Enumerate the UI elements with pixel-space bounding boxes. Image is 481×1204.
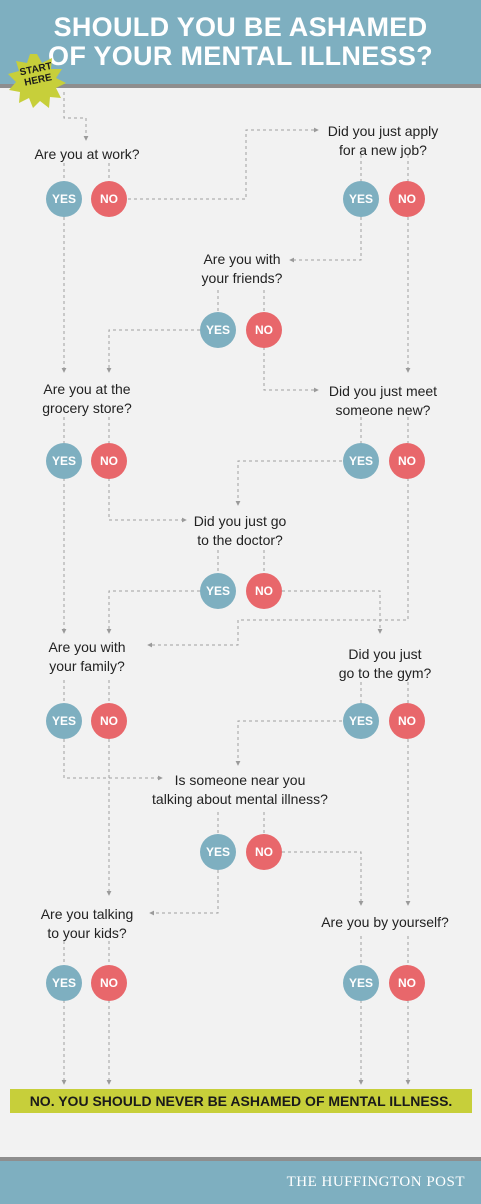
- question-by-yourself: Are you by yourself?: [321, 914, 449, 930]
- no-button: NO: [246, 312, 282, 348]
- yes-button: YES: [200, 834, 236, 870]
- no-button: NO: [91, 181, 127, 217]
- no-button: NO: [389, 965, 425, 1001]
- final-answer-banner: NO. YOU SHOULD NEVER BE ASHAMED OF MENTA…: [10, 1089, 472, 1113]
- no-button: NO: [91, 443, 127, 479]
- yes-button: YES: [46, 181, 82, 217]
- header-banner: SHOULD YOU BE ASHAMED OF YOUR MENTAL ILL…: [0, 0, 481, 88]
- yes-button: YES: [46, 965, 82, 1001]
- yes-button: YES: [200, 312, 236, 348]
- footer-bar: THE HUFFINGTON POST: [0, 1157, 481, 1204]
- yes-button: YES: [46, 703, 82, 739]
- yes-button: YES: [343, 965, 379, 1001]
- yes-button: YES: [343, 181, 379, 217]
- no-button: NO: [246, 834, 282, 870]
- no-button: NO: [91, 703, 127, 739]
- yes-button: YES: [46, 443, 82, 479]
- no-button: NO: [246, 573, 282, 609]
- title-line-2: OF YOUR MENTAL ILLNESS?: [48, 41, 433, 71]
- no-button: NO: [91, 965, 127, 1001]
- no-button: NO: [389, 443, 425, 479]
- title-line-1: SHOULD YOU BE ASHAMED: [53, 12, 428, 42]
- no-button: NO: [389, 703, 425, 739]
- yes-button: YES: [343, 703, 379, 739]
- brand-logo: THE HUFFINGTON POST: [286, 1174, 465, 1190]
- yes-button: YES: [200, 573, 236, 609]
- question-at-work: Are you at work?: [34, 146, 140, 162]
- start-burst-icon: [8, 54, 66, 108]
- no-button: NO: [389, 181, 425, 217]
- yes-button: YES: [343, 443, 379, 479]
